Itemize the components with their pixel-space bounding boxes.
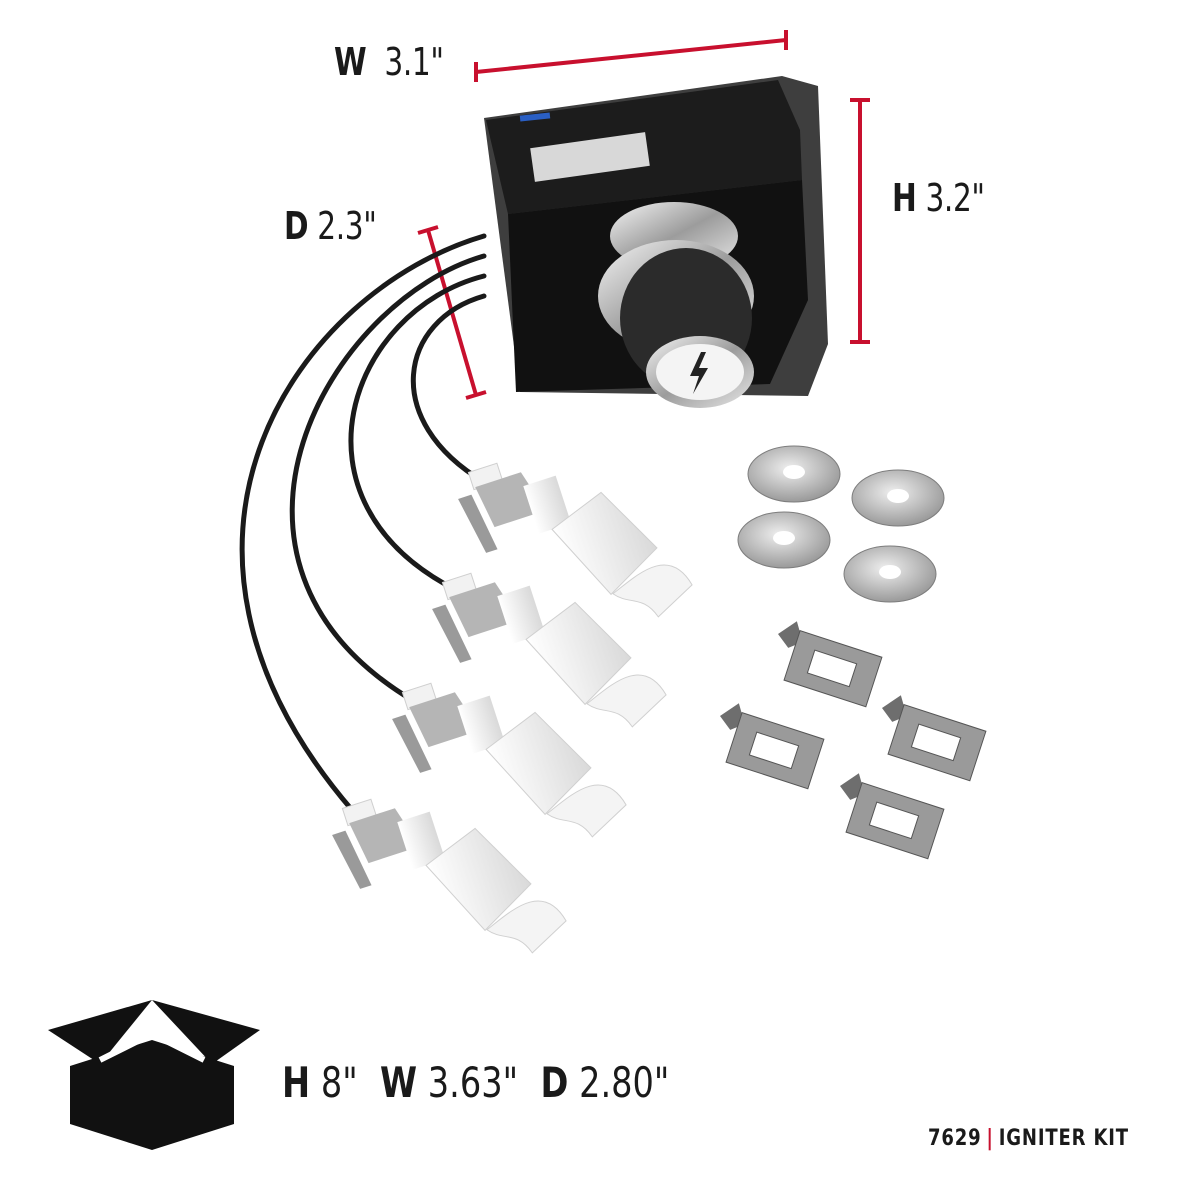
washer-3 — [737, 511, 831, 569]
product-caption: 7629|IGNITER KIT — [928, 1126, 1129, 1151]
electrode-1 — [458, 462, 693, 618]
clip-2 — [720, 703, 825, 790]
washer-4 — [843, 545, 937, 603]
electrode-wires — [239, 233, 487, 813]
clip-4 — [840, 773, 945, 860]
washer-2 — [851, 469, 945, 527]
model-number: 7629 — [928, 1126, 982, 1151]
lightning-bolt-icon — [690, 352, 708, 394]
clip-1 — [778, 621, 883, 708]
electrode-4 — [332, 798, 567, 954]
electrode-3 — [392, 682, 627, 838]
washer-1 — [747, 445, 841, 503]
width-dimension-label: W 3.1" — [334, 40, 444, 84]
package-dimensions: H 8"W 3.63"D 2.80" — [282, 1058, 670, 1107]
clip-3 — [882, 695, 987, 782]
width-dimension-line — [474, 30, 788, 82]
caption-separator: | — [986, 1126, 994, 1151]
height-dimension-line — [850, 98, 870, 344]
open-box-icon — [48, 986, 260, 1150]
height-dimension-label: H 3.2" — [892, 176, 985, 220]
electrode-2 — [432, 572, 667, 728]
depth-dimension-label: D 2.3" — [284, 204, 377, 248]
igniter-module — [484, 76, 828, 408]
product-name: IGNITER KIT — [998, 1126, 1129, 1151]
